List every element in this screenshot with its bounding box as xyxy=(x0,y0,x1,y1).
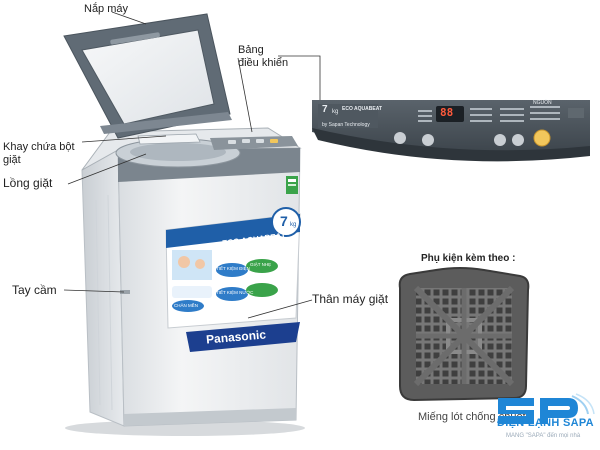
sapa-logo xyxy=(498,393,595,424)
feature-2: GIẶT NHẸ xyxy=(250,262,272,267)
feature-4: CHĂN MỀN xyxy=(174,303,199,308)
label-lid: Nắp máy xyxy=(84,3,129,15)
panel-power: NGUỒN xyxy=(533,100,552,106)
accessory-title: Phụ kiện kèm theo : xyxy=(421,253,516,264)
feature-1: TIẾT KIỆM ĐIỆN xyxy=(216,266,250,271)
panel-capacity: 7 xyxy=(322,104,328,115)
label-drum: Lồng giặt xyxy=(3,176,53,190)
panel-display: 88 xyxy=(440,106,454,119)
control-panel-closeup xyxy=(312,100,590,162)
anti-rat-mat xyxy=(398,267,530,402)
panel-series: ECO AQUABEAT xyxy=(342,106,382,112)
label-handle: Tay cầm xyxy=(12,283,57,297)
feature-3: TIẾT KIỆM NƯỚC xyxy=(216,290,254,295)
leader-lines xyxy=(63,11,321,319)
logo-tagline: MANG "SAPA" đến mọi nhà xyxy=(506,433,581,439)
label-body: Thân máy giặt xyxy=(312,292,389,306)
panel-unit: kg xyxy=(332,109,339,115)
washing-machine xyxy=(63,13,305,436)
machine-capacity: 7 xyxy=(280,213,288,229)
panel-tech: by Sapan Technology xyxy=(322,122,370,128)
logo-name: ĐIỆN LẠNH SAPA xyxy=(497,417,594,429)
label-detergent-tray: Khay chứa bột giặt xyxy=(3,141,75,166)
label-control-panel: Bảng điều khiển xyxy=(238,44,289,69)
machine-capacity-unit: kg xyxy=(290,222,297,228)
